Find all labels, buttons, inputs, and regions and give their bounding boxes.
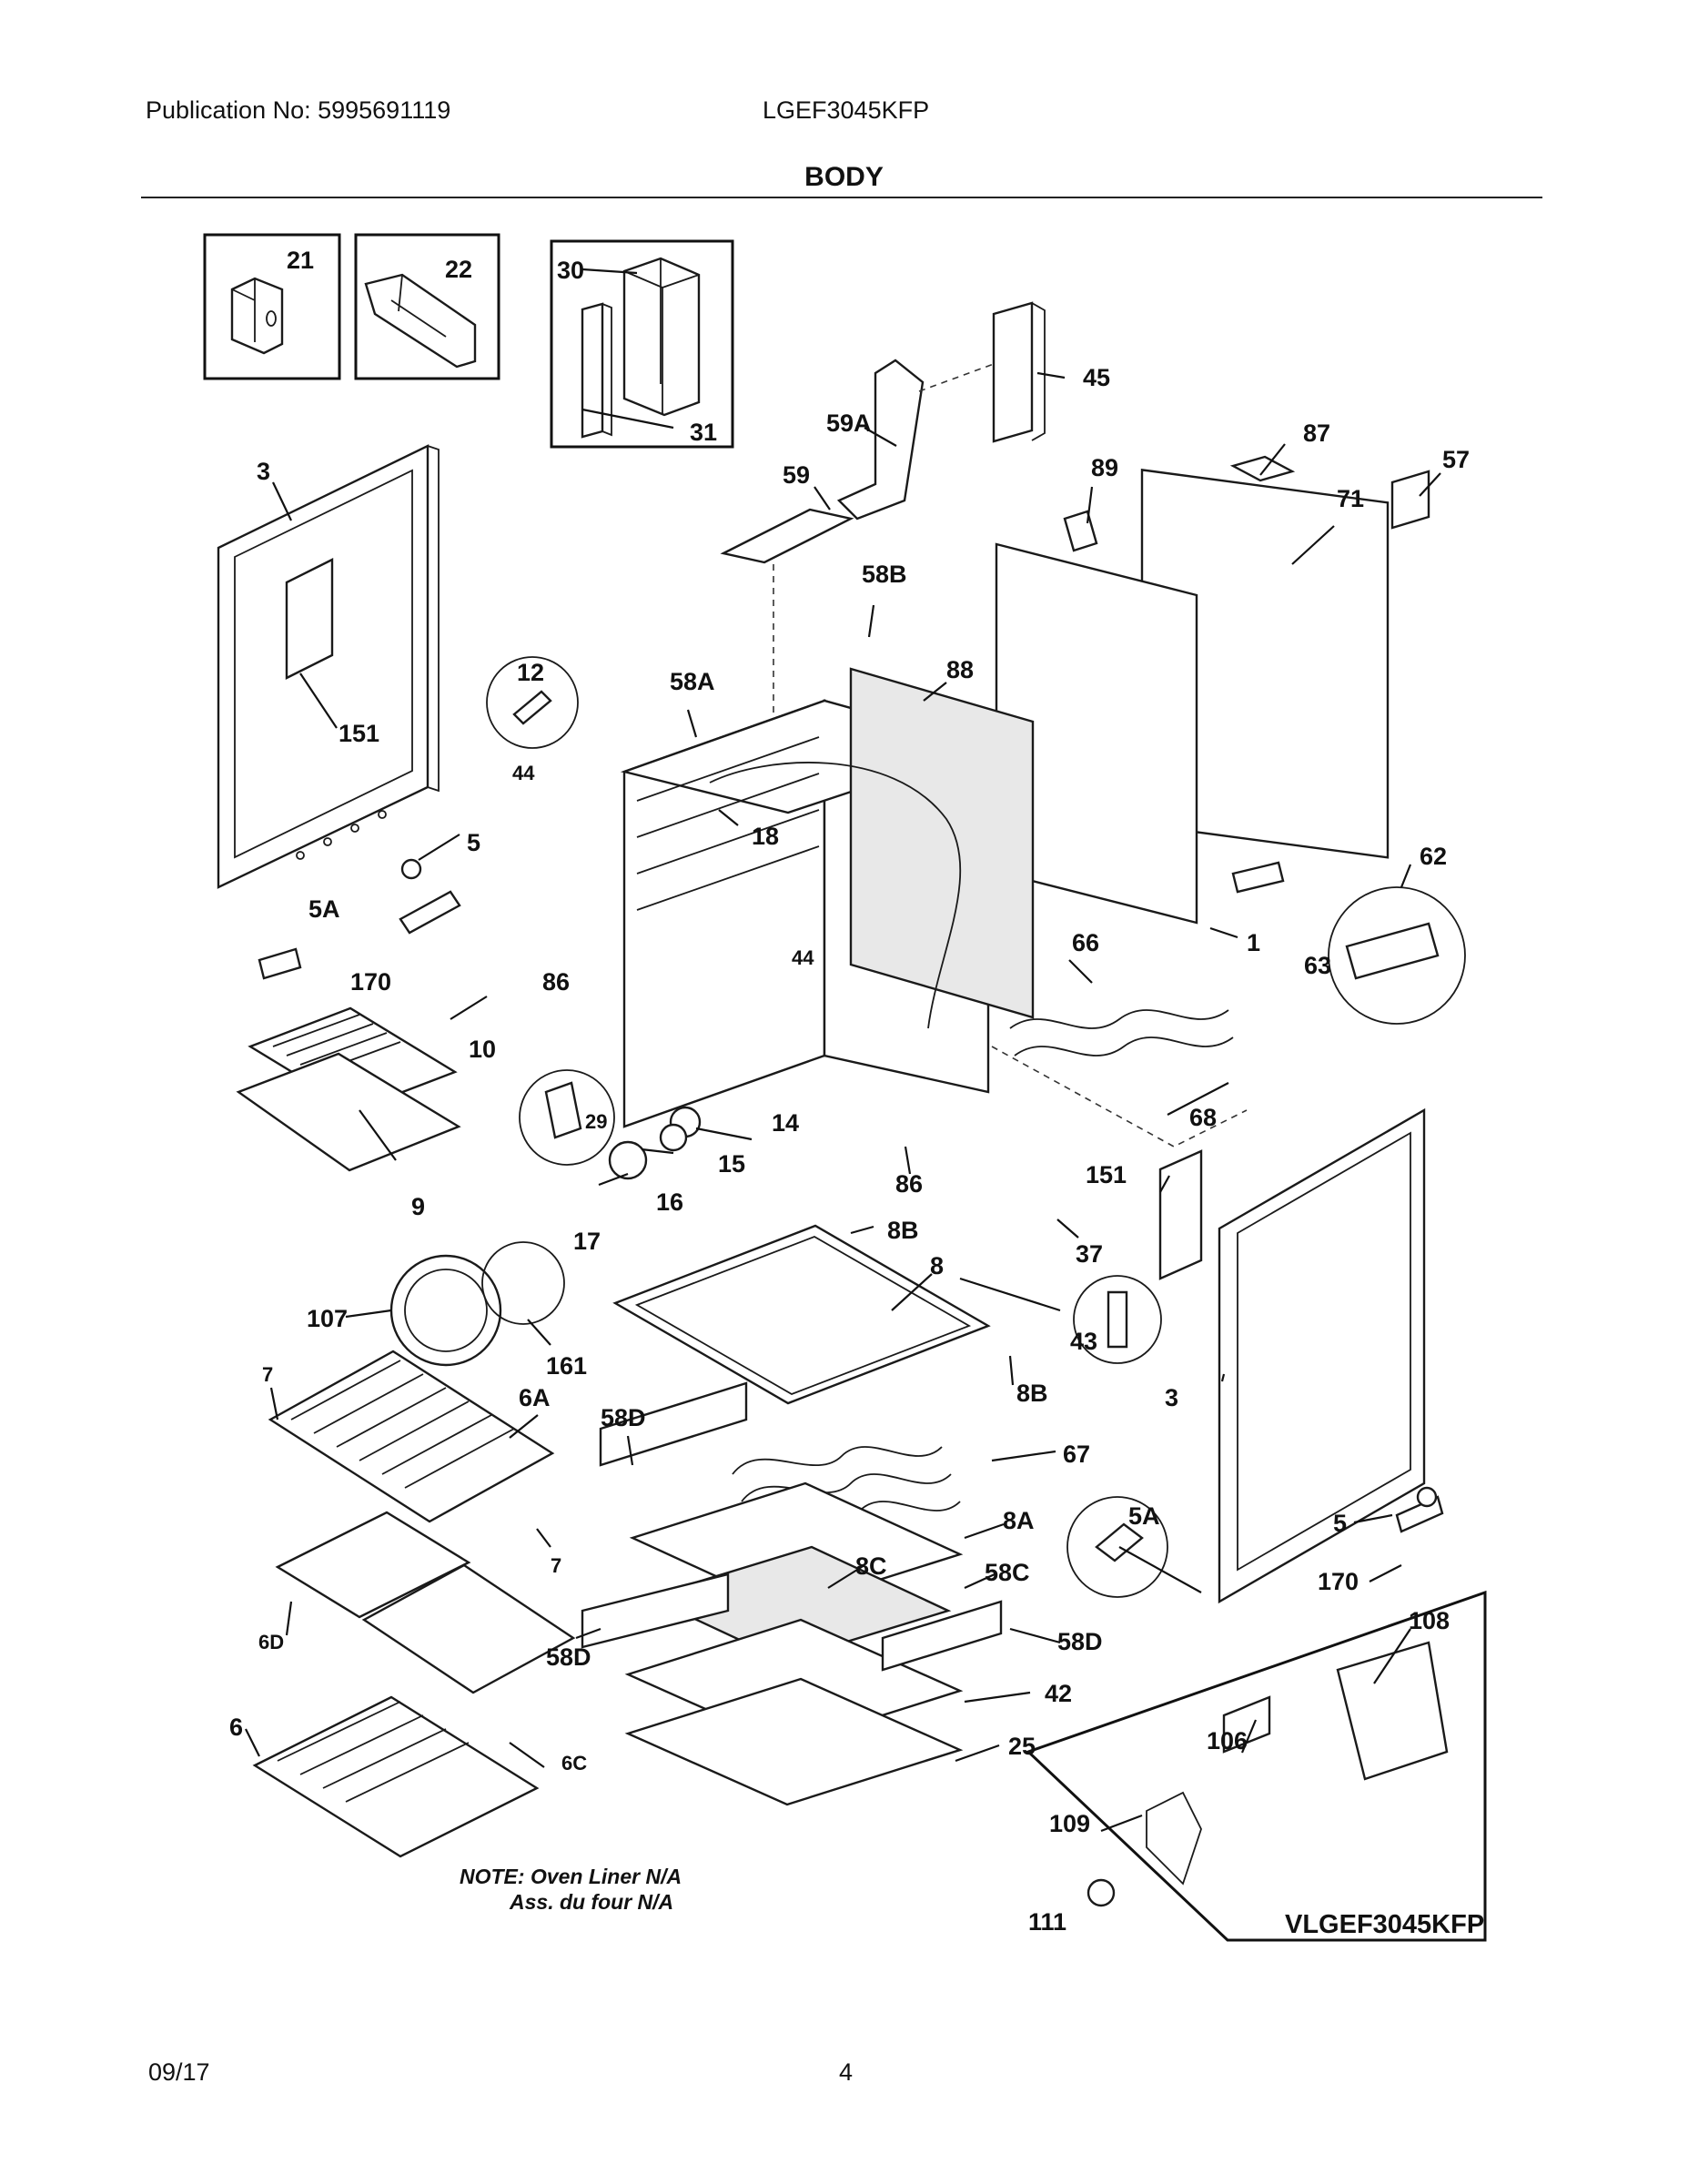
leveling-legs-and-brackets: [258, 858, 1444, 1598]
callout-25: 25: [1008, 1733, 1036, 1760]
callout-6D: 6D: [258, 1631, 284, 1653]
note-line-1: NOTE: Oven Liner N/A: [460, 1865, 682, 1888]
callout-12: 12: [517, 659, 544, 686]
section-title: BODY: [804, 162, 884, 192]
callout-44-a: 44: [512, 762, 535, 784]
callout-6: 6: [229, 1714, 243, 1741]
callout-5-right: 5: [1333, 1510, 1347, 1537]
callout-59A: 59A: [826, 410, 872, 437]
callout-18: 18: [752, 823, 779, 850]
callout-151-left: 151: [339, 720, 379, 747]
callout-106: 106: [1207, 1727, 1248, 1754]
callout-17: 17: [573, 1228, 601, 1255]
callout-7-b: 7: [551, 1554, 561, 1577]
callout-5-left: 5: [467, 829, 480, 856]
inset-box-22: [354, 233, 500, 380]
callout-58D-b: 58D: [1057, 1628, 1103, 1655]
callout-15: 15: [718, 1150, 745, 1178]
callout-88: 88: [946, 656, 974, 683]
convection-fan-shield: [389, 1241, 565, 1367]
callout-29: 29: [585, 1110, 607, 1133]
convection-fan-inset: [1026, 1590, 1487, 1942]
callout-58D-c: 58D: [546, 1643, 591, 1671]
rear-panels: [995, 455, 1430, 925]
model-number: LGEF3045KFP: [763, 96, 930, 124]
publication-number: Publication No: 5995691119: [146, 96, 451, 124]
oven-racks: [252, 1350, 576, 1858]
callout-58A: 58A: [670, 668, 715, 695]
callout-111: 111: [1028, 1908, 1066, 1936]
callout-44-b: 44: [792, 946, 814, 969]
callout-59: 59: [783, 461, 810, 489]
callout-8C: 8C: [855, 1552, 887, 1580]
callout-6A: 6A: [519, 1384, 551, 1411]
callout-8B-b: 8B: [1016, 1380, 1048, 1407]
callout-89: 89: [1091, 454, 1118, 481]
callout-labels: 21 22 30 31 45 59A 87 89 57 59 71 3 58B …: [229, 247, 1470, 1936]
callout-3-left: 3: [257, 458, 270, 485]
callout-58B: 58B: [862, 561, 907, 588]
callout-108: 108: [1409, 1607, 1450, 1634]
lamp-assembly: [519, 1069, 702, 1180]
footer-date: 09/17: [148, 2058, 210, 2086]
callout-8: 8: [930, 1252, 944, 1279]
callout-67: 67: [1063, 1441, 1090, 1468]
oven-liner-cavity: [620, 667, 1035, 1128]
callout-62: 62: [1420, 843, 1447, 870]
footer-page-number: 4: [839, 2058, 854, 2086]
callout-1: 1: [1247, 929, 1260, 956]
broiler-pan: [236, 1006, 461, 1172]
inset-model-label: VLGEF3045KFP: [1285, 1910, 1484, 1939]
inset-box-21: [203, 233, 341, 380]
callout-45: 45: [1083, 364, 1110, 391]
callout-109: 109: [1049, 1810, 1090, 1837]
callout-66: 66: [1072, 929, 1099, 956]
callout-9: 9: [411, 1193, 425, 1220]
callout-6C: 6C: [561, 1752, 587, 1774]
callout-16: 16: [656, 1188, 683, 1216]
callout-57: 57: [1442, 446, 1470, 473]
callout-8A: 8A: [1003, 1507, 1035, 1534]
header-rule: [141, 197, 1542, 198]
callout-21: 21: [287, 247, 314, 274]
callout-170-right: 170: [1318, 1568, 1359, 1595]
callout-37: 37: [1076, 1240, 1103, 1268]
callout-8B-a: 8B: [887, 1217, 919, 1244]
callout-43: 43: [1070, 1328, 1097, 1355]
callout-10: 10: [469, 1036, 496, 1063]
right-oven-door: [1158, 1107, 1426, 1604]
callout-22: 22: [445, 256, 472, 283]
small-parts-left: [486, 656, 1466, 1025]
callout-86-a: 86: [542, 968, 570, 996]
callout-161: 161: [546, 1352, 587, 1380]
callout-31: 31: [690, 419, 717, 446]
callout-3-right: 3: [1165, 1384, 1178, 1411]
storage-drawer: [581, 1224, 1003, 1806]
leader-lines: [245, 268, 1441, 1833]
callout-58D-a: 58D: [601, 1404, 646, 1431]
callout-58C: 58C: [985, 1559, 1030, 1586]
callout-42: 42: [1045, 1680, 1072, 1707]
callout-68: 68: [1189, 1104, 1217, 1131]
callout-107: 107: [307, 1305, 348, 1332]
callout-30: 30: [557, 257, 584, 284]
note-line-2: Ass. du four N/A: [509, 1890, 673, 1914]
inset-box-30-31: [550, 239, 734, 449]
left-oven-door: [217, 444, 440, 889]
callout-170-left: 170: [350, 968, 391, 996]
callout-151-right: 151: [1086, 1161, 1127, 1188]
callout-87: 87: [1303, 420, 1330, 447]
callout-5A-right: 5A: [1128, 1502, 1160, 1530]
callout-14: 14: [772, 1109, 799, 1137]
callout-5A-left: 5A: [308, 895, 340, 923]
callout-7-a: 7: [262, 1363, 273, 1386]
callout-63: 63: [1304, 952, 1331, 979]
callout-71: 71: [1337, 485, 1364, 512]
callout-86-b: 86: [895, 1170, 923, 1198]
vent-ducts: [720, 301, 1046, 728]
